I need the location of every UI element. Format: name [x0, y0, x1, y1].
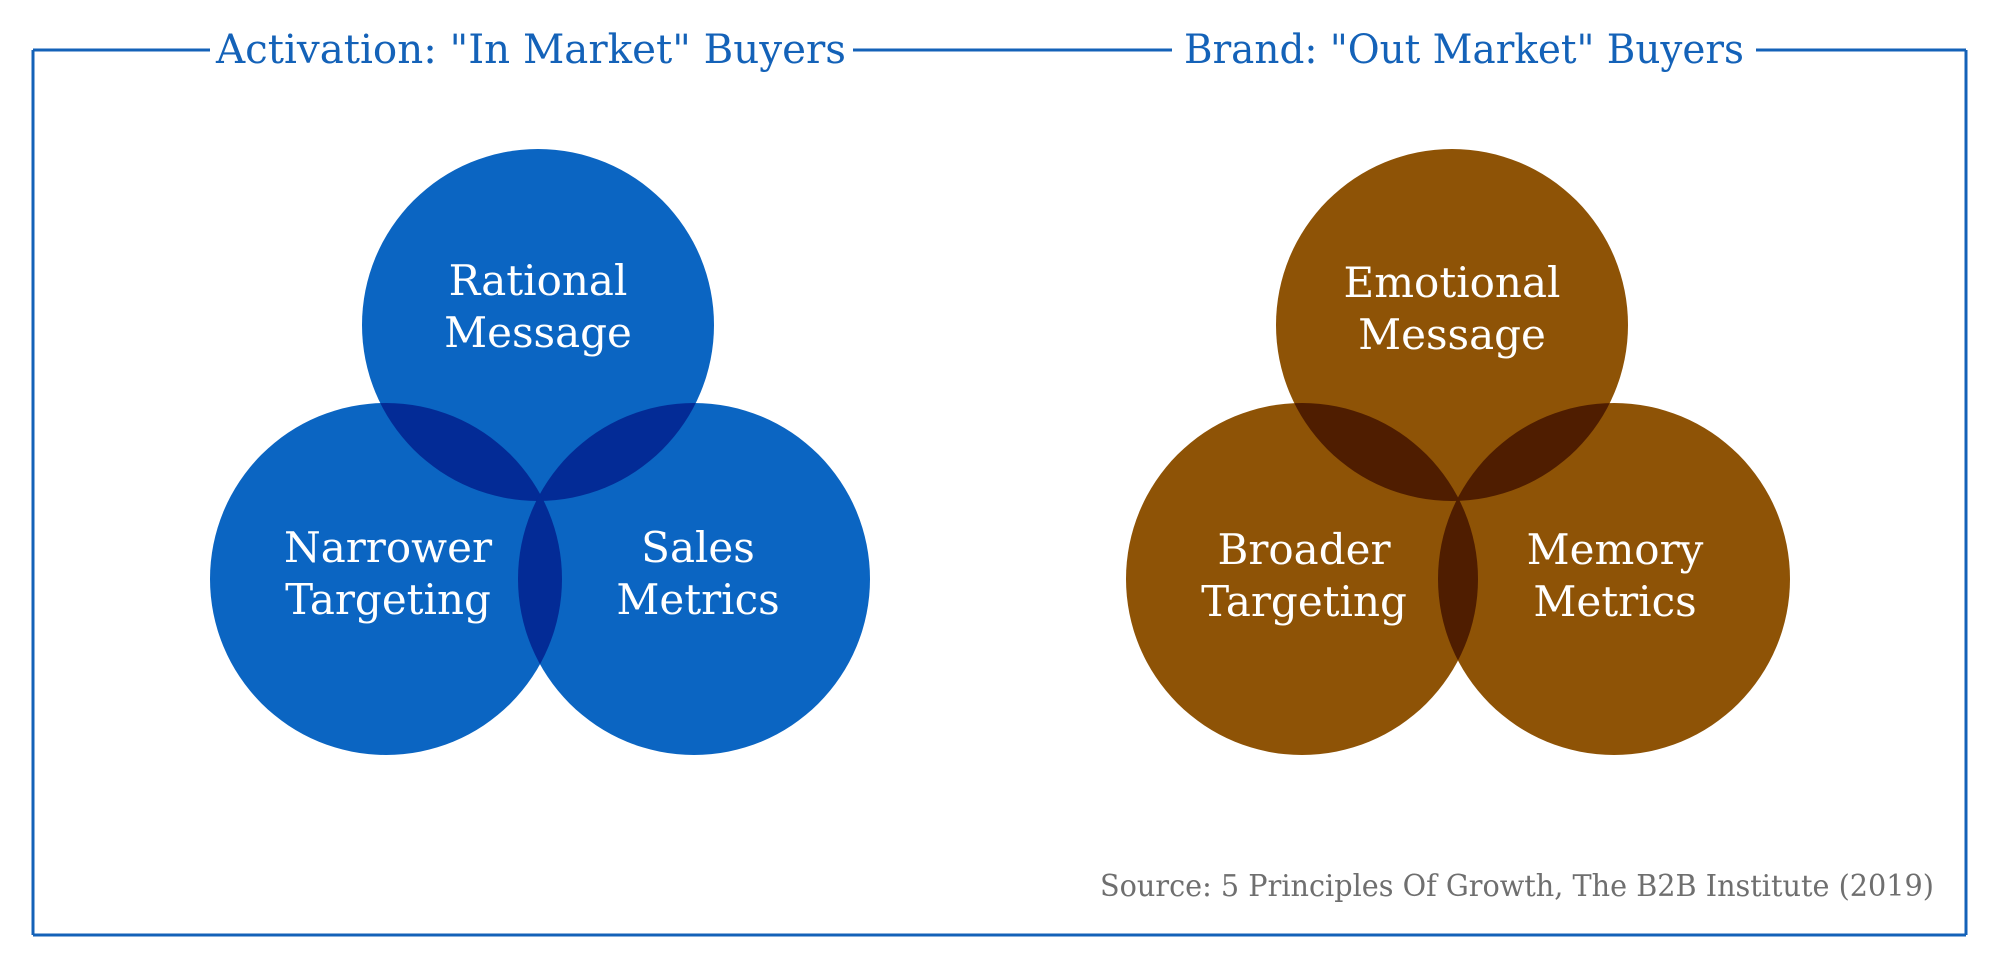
rational-label-line1: Rational [449, 256, 628, 305]
broader-label-line2: Targeting [1201, 577, 1407, 626]
activation-venn: Rational Message Narrower Targeting Sale… [210, 149, 870, 755]
brand-venn: Emotional Message Broader Targeting Memo… [1126, 149, 1790, 755]
outer-frame [31, 48, 1968, 937]
memory-label-line1: Memory [1527, 525, 1704, 574]
sales-metrics-circle [518, 403, 870, 755]
emotional-label-line1: Emotional [1344, 258, 1561, 307]
sales-label-line1: Sales [641, 523, 755, 572]
broader-label-line1: Broader [1217, 525, 1391, 574]
broader-targeting-circle [1126, 403, 1478, 755]
brand-heading: Brand: "Out Market" Buyers [1184, 27, 1744, 73]
source-citation: Source: 5 Principles Of Growth, The B2B … [1100, 869, 1934, 904]
sales-label-line2: Metrics [616, 575, 779, 624]
memory-label-line2: Metrics [1533, 577, 1696, 626]
rational-label-line2: Message [444, 308, 632, 357]
rational-message-circle [362, 149, 714, 501]
narrower-label-line2: Targeting [285, 575, 491, 624]
emotional-label-line2: Message [1358, 310, 1546, 359]
narrower-targeting-circle [210, 403, 562, 755]
activation-heading: Activation: "In Market" Buyers [215, 27, 846, 73]
emotional-message-circle [1276, 149, 1628, 501]
memory-metrics-circle [1438, 403, 1790, 755]
narrower-label-line1: Narrower [284, 523, 493, 572]
